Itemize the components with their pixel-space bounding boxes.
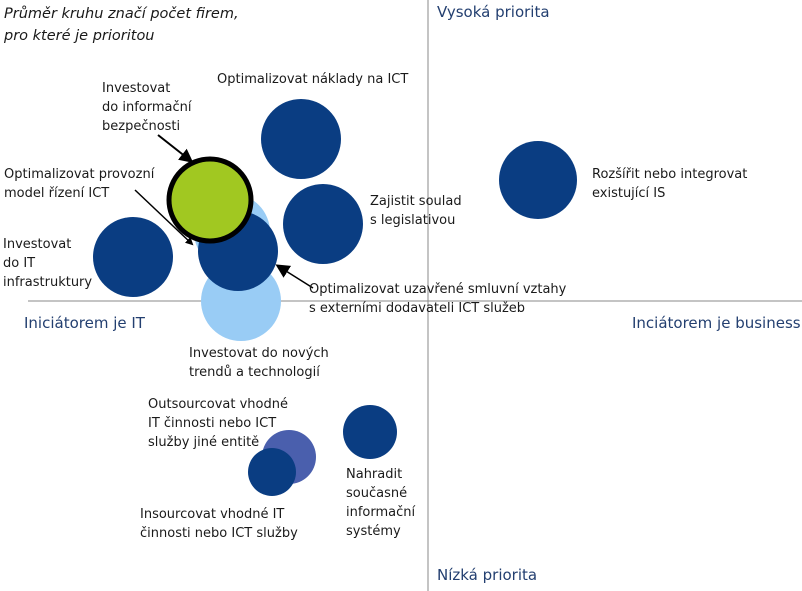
- label-insourcovat: Insourcovat vhodné IT činnosti nebo ICT …: [140, 507, 298, 541]
- label-nahradit-is: Nahradit současné informační systémy: [346, 467, 419, 539]
- arrow-provozni-model: [134, 189, 194, 246]
- arrow-informacni-bezpecnost: [157, 134, 194, 163]
- bubble-optimalizovat-naklady: [261, 99, 341, 179]
- axis-label-top: Vysoká priorita: [437, 3, 550, 21]
- bubble-informacni-bezpecnost: [166, 156, 254, 244]
- axis-label-bottom: Nízká priorita: [437, 566, 537, 584]
- legend-note-line-1: Průměr kruhu značí počet firem,: [4, 6, 239, 22]
- label-provozni-model: Optimalizovat provozní model řízení ICT: [4, 167, 158, 201]
- label-optimalizovat-naklady: Optimalizovat náklady na ICT: [217, 72, 408, 87]
- arrow-smluvni-vztahy: [275, 264, 314, 289]
- bubbles: [93, 99, 577, 496]
- axis-label-left: Iniciátorem je IT: [24, 314, 146, 332]
- legend-note-line-2: pro které je prioritou: [3, 28, 155, 44]
- label-zajistit-soulad: Zajistit soulad s legislativou: [370, 194, 466, 228]
- label-outsourcovat: Outsourcovat vhodné IT činnosti nebo ICT…: [148, 397, 292, 450]
- bubble-investovat-infrastruktura: [93, 217, 173, 297]
- axis-label-right: Inciátorem je business: [632, 314, 801, 332]
- label-informacni-bezpecnost: Investovat do informační bezpečnosti: [102, 81, 196, 134]
- bubble-nahradit-is: [343, 405, 397, 459]
- label-rozsirit-is: Rozšířit nebo integrovat existující IS: [592, 167, 751, 201]
- label-investovat-infrastruktura: Investovat do IT infrastruktury: [3, 237, 92, 290]
- label-nove-trendy: Investovat do nových trendů a technologi…: [189, 346, 333, 380]
- bubble-insourcovat: [248, 448, 296, 496]
- bubble-zajistit-soulad: [283, 184, 363, 264]
- bubble-rozsirit-is: [499, 141, 577, 219]
- label-smluvni-vztahy: Optimalizovat uzavřené smluvní vztahy s …: [309, 282, 570, 316]
